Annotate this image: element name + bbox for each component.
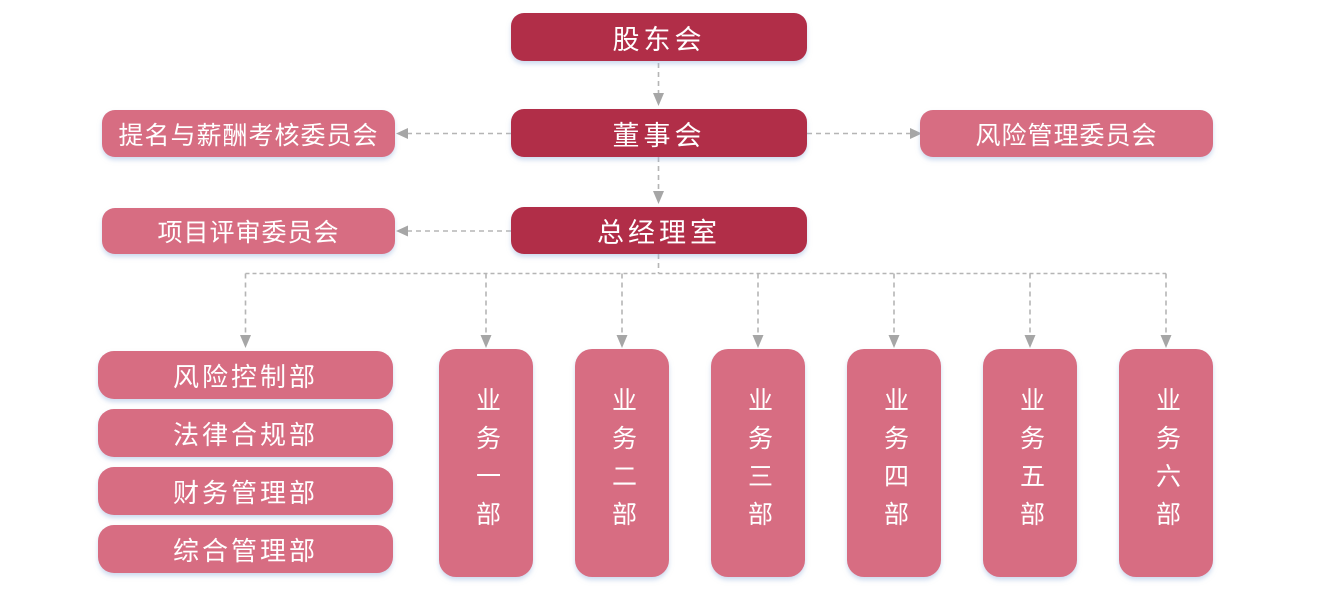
business-dept-1-label: 业务一部 [472, 387, 501, 539]
arrow-left-nomination-icon [396, 128, 408, 139]
node-nomination-compensation-committee: 提名与薪酬考核委员会 [102, 110, 395, 157]
node-financial-management-dept: 财务管理部 [98, 467, 393, 515]
arrow-down-biz-2-icon [616, 335, 628, 348]
node-business-dept-4: 业务四部 [847, 349, 941, 577]
node-business-dept-2: 业务二部 [575, 349, 669, 577]
node-business-dept-6: 业务六部 [1119, 349, 1213, 577]
arrow-left-project-icon [396, 225, 408, 237]
business-dept-4-label: 业务四部 [880, 387, 909, 539]
arrow-down-biz-4-icon [888, 335, 900, 348]
arrow-down-board-icon [653, 93, 664, 106]
node-project-review-committee: 项目评审委员会 [102, 208, 395, 254]
arrow-down-biz-1-icon [480, 335, 492, 348]
business-dept-6-label: 业务六部 [1152, 387, 1181, 539]
arrow-right-risk-icon [910, 128, 922, 139]
arrow-down-biz-6-icon [1160, 335, 1172, 348]
arrow-down-gm-icon [653, 191, 664, 204]
node-business-dept-1: 业务一部 [439, 349, 533, 577]
node-risk-management-committee: 风险管理委员会 [920, 110, 1213, 157]
arrow-down-biz-3-icon [752, 335, 764, 348]
node-general-management-dept: 综合管理部 [98, 525, 393, 573]
node-business-dept-5: 业务五部 [983, 349, 1077, 577]
arrow-down-func-icon [240, 335, 251, 348]
business-dept-3-label: 业务三部 [744, 387, 773, 539]
node-business-dept-3: 业务三部 [711, 349, 805, 577]
node-risk-control-dept: 风险控制部 [98, 351, 393, 399]
node-legal-compliance-dept: 法律合规部 [98, 409, 393, 457]
node-board-of-directors: 董事会 [511, 109, 807, 157]
arrow-down-biz-5-icon [1024, 335, 1036, 348]
node-general-manager-office: 总经理室 [511, 207, 807, 254]
business-dept-2-label: 业务二部 [608, 387, 637, 539]
node-shareholders-meeting: 股东会 [511, 13, 807, 61]
business-dept-5-label: 业务五部 [1016, 387, 1045, 539]
